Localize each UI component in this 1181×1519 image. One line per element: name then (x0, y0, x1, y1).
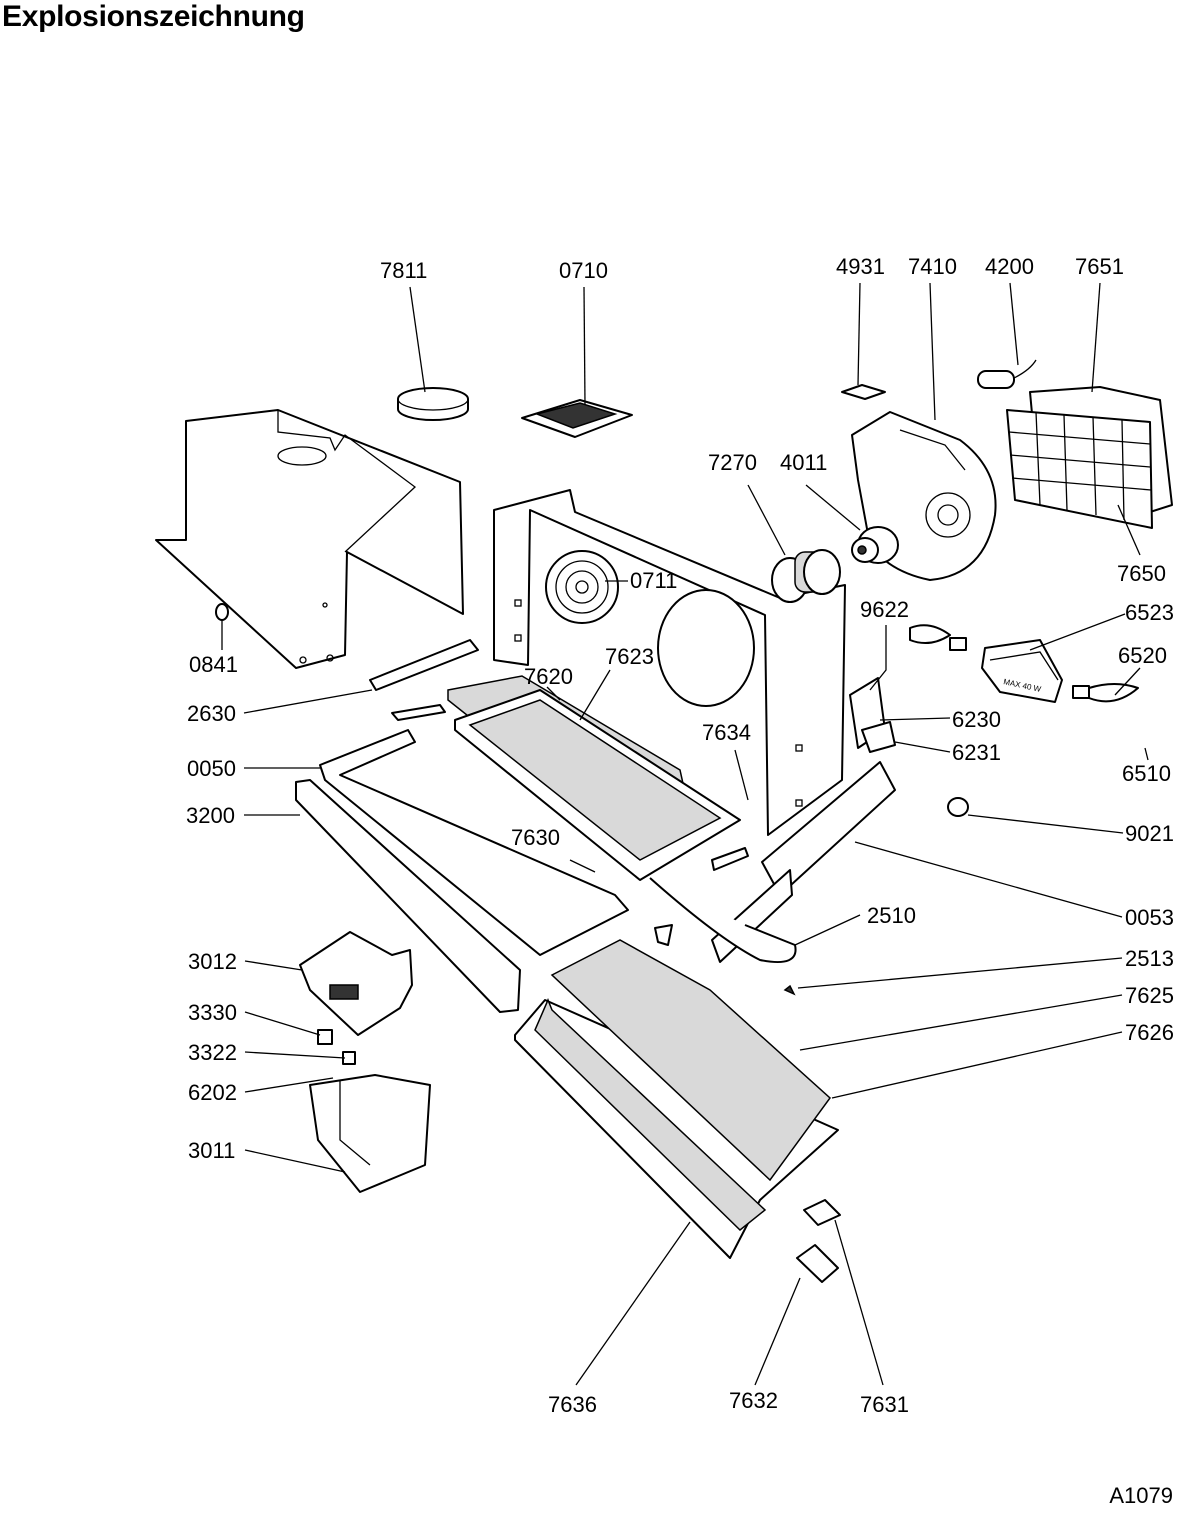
clip-0630-part (711, 847, 749, 871)
callout-3200: 3200 (186, 803, 235, 828)
callout-7270: 7270 (708, 450, 757, 475)
callout-7630: 7630 (511, 825, 560, 850)
grille-part (521, 399, 633, 438)
callout-7632: 7632 (729, 1388, 778, 1413)
callout-7626: 7626 (1125, 1020, 1174, 1045)
page-title: Explosionszeichnung (2, 0, 305, 33)
small-plate-part (841, 384, 886, 400)
leader-lines (221, 282, 1149, 1386)
callouts: 7811 0710 4931 7410 4200 7651 7270 4011 … (186, 254, 1174, 1417)
filter-frame-part (1006, 386, 1173, 529)
front-strip-part (295, 779, 521, 1013)
switch-cover-part (299, 931, 413, 1036)
callout-6230: 6230 (952, 707, 1001, 732)
callout-7625: 7625 (1125, 983, 1174, 1008)
screw-2513-part (783, 984, 796, 996)
latch-part (654, 924, 673, 946)
bulb-upper-part (909, 624, 967, 651)
fan-wheel-part (851, 526, 899, 564)
lamp-holder-part (981, 639, 1063, 703)
clip-lower-part (796, 1244, 839, 1283)
switch-3330-part (317, 1029, 333, 1045)
cable-part (649, 877, 797, 964)
callout-0050: 0050 (187, 756, 236, 781)
callout-7410: 7410 (908, 254, 957, 279)
switch-box-part (309, 1074, 431, 1193)
callout-6202: 6202 (188, 1080, 237, 1105)
bottom-panel-part (514, 939, 839, 1259)
callout-3011: 3011 (188, 1138, 235, 1163)
callout-9622: 9622 (860, 597, 909, 622)
callout-2513: 2513 (1125, 946, 1174, 971)
callout-7650: 7650 (1117, 561, 1166, 586)
filter-plate-upper-part (447, 675, 741, 881)
callout-6231: 6231 (952, 740, 1001, 765)
callout-7636: 7636 (548, 1392, 597, 1417)
clip-upper-part (803, 1199, 841, 1226)
callout-3322: 3322 (188, 1040, 237, 1065)
callout-0053: 0053 (1125, 905, 1174, 930)
callout-7811: 7811 (380, 258, 427, 283)
callout-0711: 0711 (630, 568, 677, 593)
callout-7620: 7620 (524, 664, 573, 689)
bulb-lower-part (1072, 683, 1139, 703)
callout-3012: 3012 (188, 949, 237, 974)
callout-0710: 0710 (559, 258, 608, 283)
callout-9021: 9021 (1125, 821, 1174, 846)
callout-2510: 2510 (867, 903, 916, 928)
callout-4011: 4011 (780, 450, 827, 475)
document-code: A1079 (1109, 1483, 1173, 1508)
callout-4931: 4931 (836, 254, 885, 279)
callout-6510: 6510 (1122, 761, 1171, 786)
small-bracket-part (391, 704, 446, 721)
callout-4200: 4200 (985, 254, 1034, 279)
callout-2630: 2630 (187, 701, 236, 726)
switch-bracket-part (849, 677, 896, 753)
capacitor-part (977, 359, 1037, 389)
hood-cover-part (155, 409, 464, 669)
callout-7631: 7631 (860, 1392, 909, 1417)
callout-7651: 7651 (1075, 254, 1124, 279)
grommet-part (215, 603, 229, 621)
callout-7623: 7623 (605, 644, 654, 669)
callout-6520: 6520 (1118, 643, 1167, 668)
callout-7634: 7634 (702, 720, 751, 745)
callout-6523: 6523 (1125, 600, 1174, 625)
frame-part (319, 729, 629, 956)
callout-3330: 3330 (188, 1000, 237, 1025)
motor-part (771, 549, 841, 603)
knob-part (947, 797, 969, 817)
callout-0841: 0841 (189, 652, 238, 677)
main-housing-part (493, 489, 846, 836)
bracket-2630-part (369, 639, 479, 691)
round-cap-part (397, 387, 469, 421)
